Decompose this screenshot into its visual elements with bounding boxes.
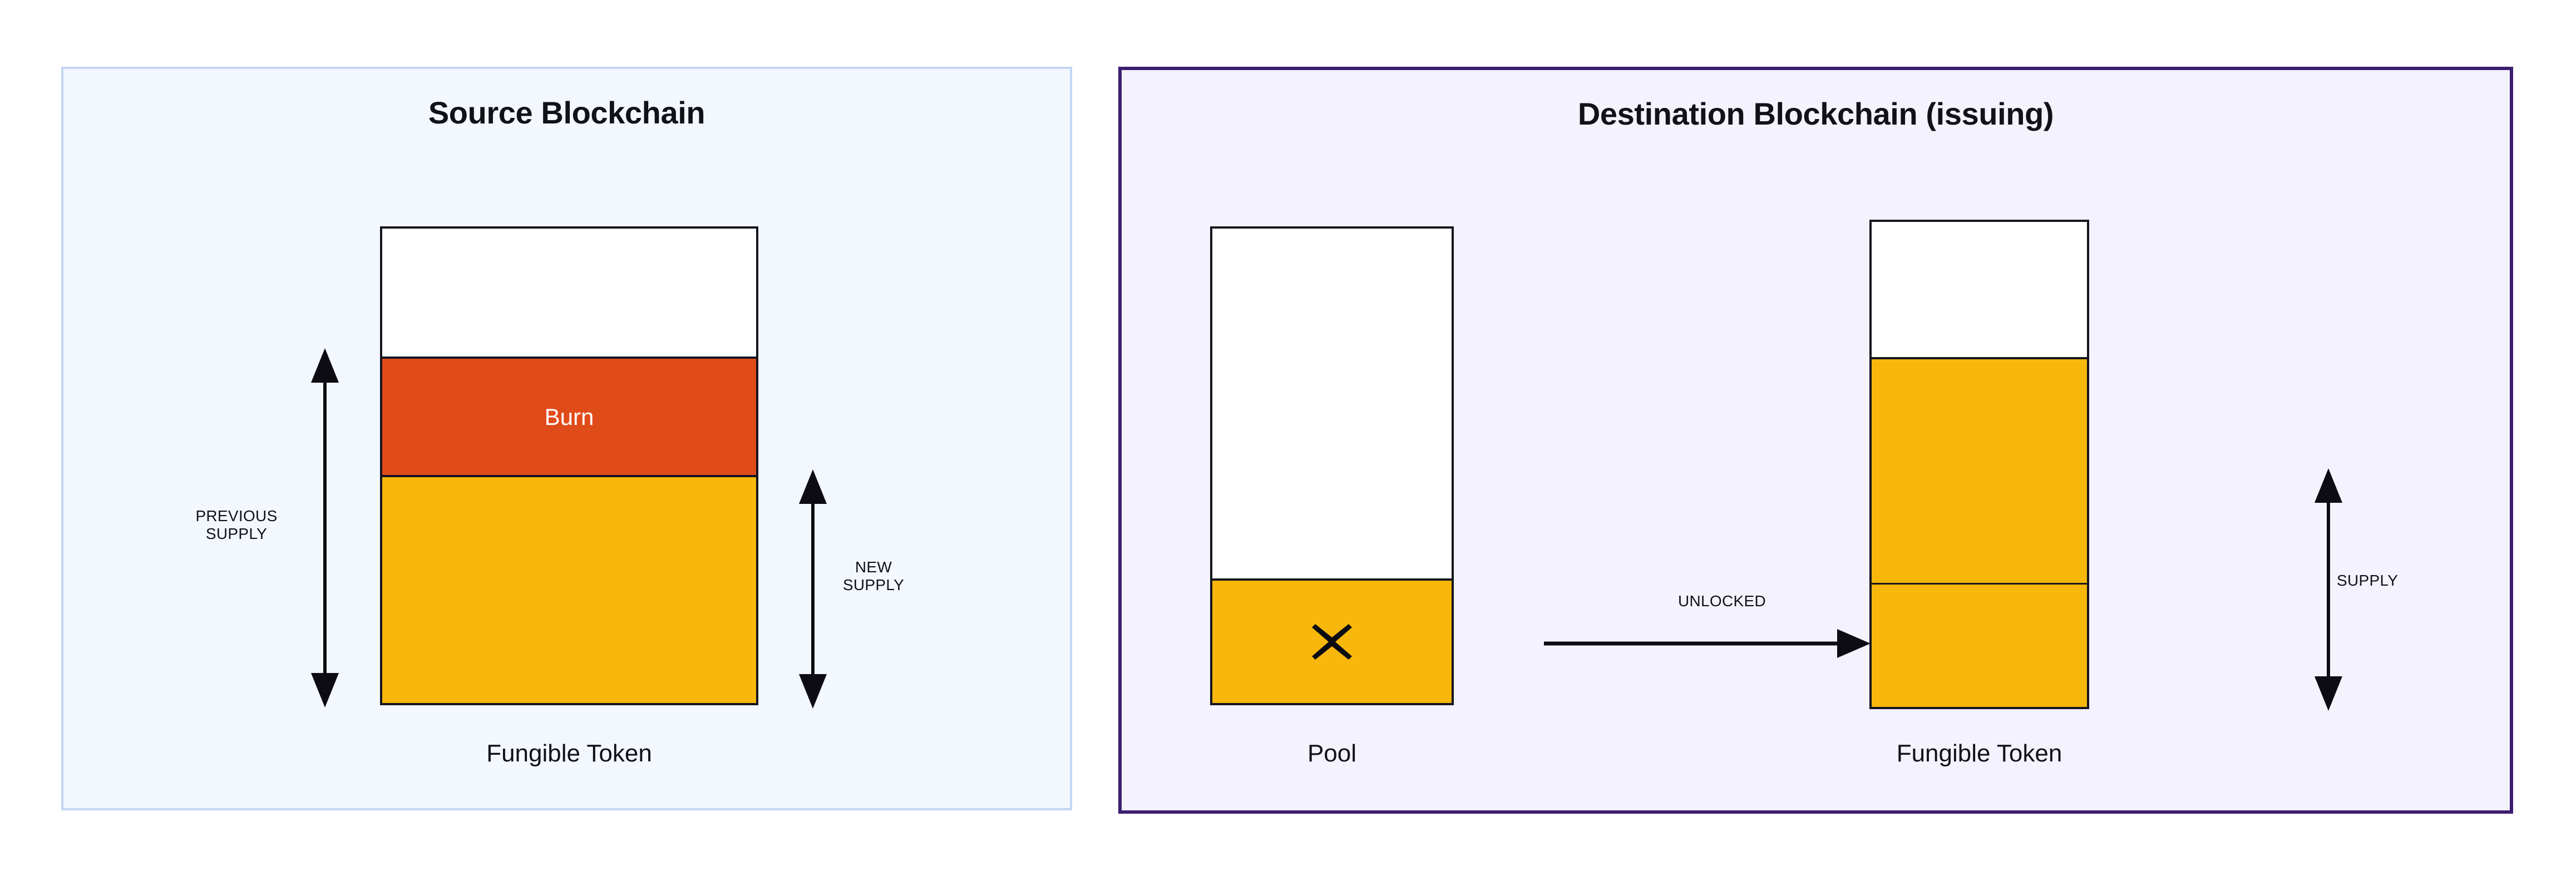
new-supply-label-line-2: SUPPLY xyxy=(842,576,905,594)
source-bar-segment-remaining-supply xyxy=(382,477,756,703)
source-panel-title: Source Blockchain xyxy=(428,95,705,130)
destination-bar-segment-headroom xyxy=(1872,222,2087,357)
destination-panel-title: Destination Blockchain (issuing) xyxy=(1577,96,2054,131)
new-supply-label-line-1: NEW xyxy=(855,558,892,576)
previous-supply-label-line-2: SUPPLY xyxy=(205,525,268,543)
burn-segment-label: Burn xyxy=(544,403,594,430)
pool-bar xyxy=(1210,226,1454,705)
supply-measure-label: SUPPLY xyxy=(2337,572,2459,590)
pool-segment-balance xyxy=(1212,578,1452,703)
x-mark-icon xyxy=(1312,624,1352,660)
destination-bar-segment-existing-supply xyxy=(1872,357,2087,585)
destination-fungible-token-caption: Fungible Token xyxy=(1896,740,2062,767)
unlocked-flow-label: UNLOCKED xyxy=(1678,592,1766,610)
supply-label-line-1: SUPPLY xyxy=(2337,572,2399,589)
new-supply-measure-label: NEW SUPPLY xyxy=(810,558,937,595)
source-fungible-token-bar: Burn xyxy=(380,226,758,705)
source-fungible-token-caption: Fungible Token xyxy=(486,740,652,767)
previous-supply-label-line-1: PREVIOUS xyxy=(195,507,278,524)
pool-caption: Pool xyxy=(1307,740,1357,767)
source-bar-segment-headroom xyxy=(382,229,756,357)
destination-fungible-token-bar xyxy=(1869,220,2089,709)
destination-bar-segment-unlocked-supply xyxy=(1872,585,2087,707)
previous-supply-measure-label: PREVIOUS SUPPLY xyxy=(170,507,303,543)
source-bar-segment-burn: Burn xyxy=(382,357,756,477)
pool-segment-headroom xyxy=(1212,229,1452,578)
